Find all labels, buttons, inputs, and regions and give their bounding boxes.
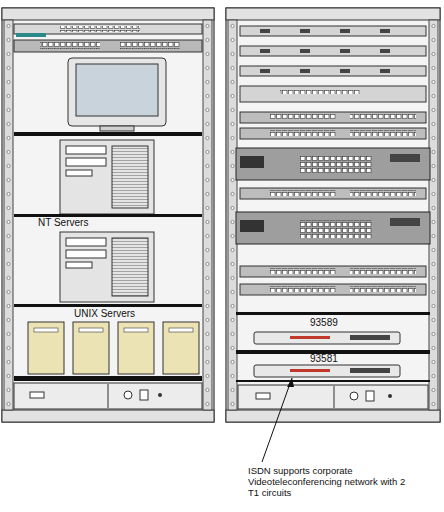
left-rack (2, 8, 214, 422)
device-number: 93581 (310, 353, 338, 365)
right-rack (226, 8, 440, 422)
server-group-label: NT Servers (38, 217, 88, 229)
callout-note: ISDN supports corporate Videoteleconfere… (248, 466, 418, 499)
server-group-label: UNIX Servers (74, 308, 135, 320)
device-number: 93589 (310, 317, 338, 329)
leader-line (262, 378, 292, 462)
leader-head (287, 378, 294, 387)
